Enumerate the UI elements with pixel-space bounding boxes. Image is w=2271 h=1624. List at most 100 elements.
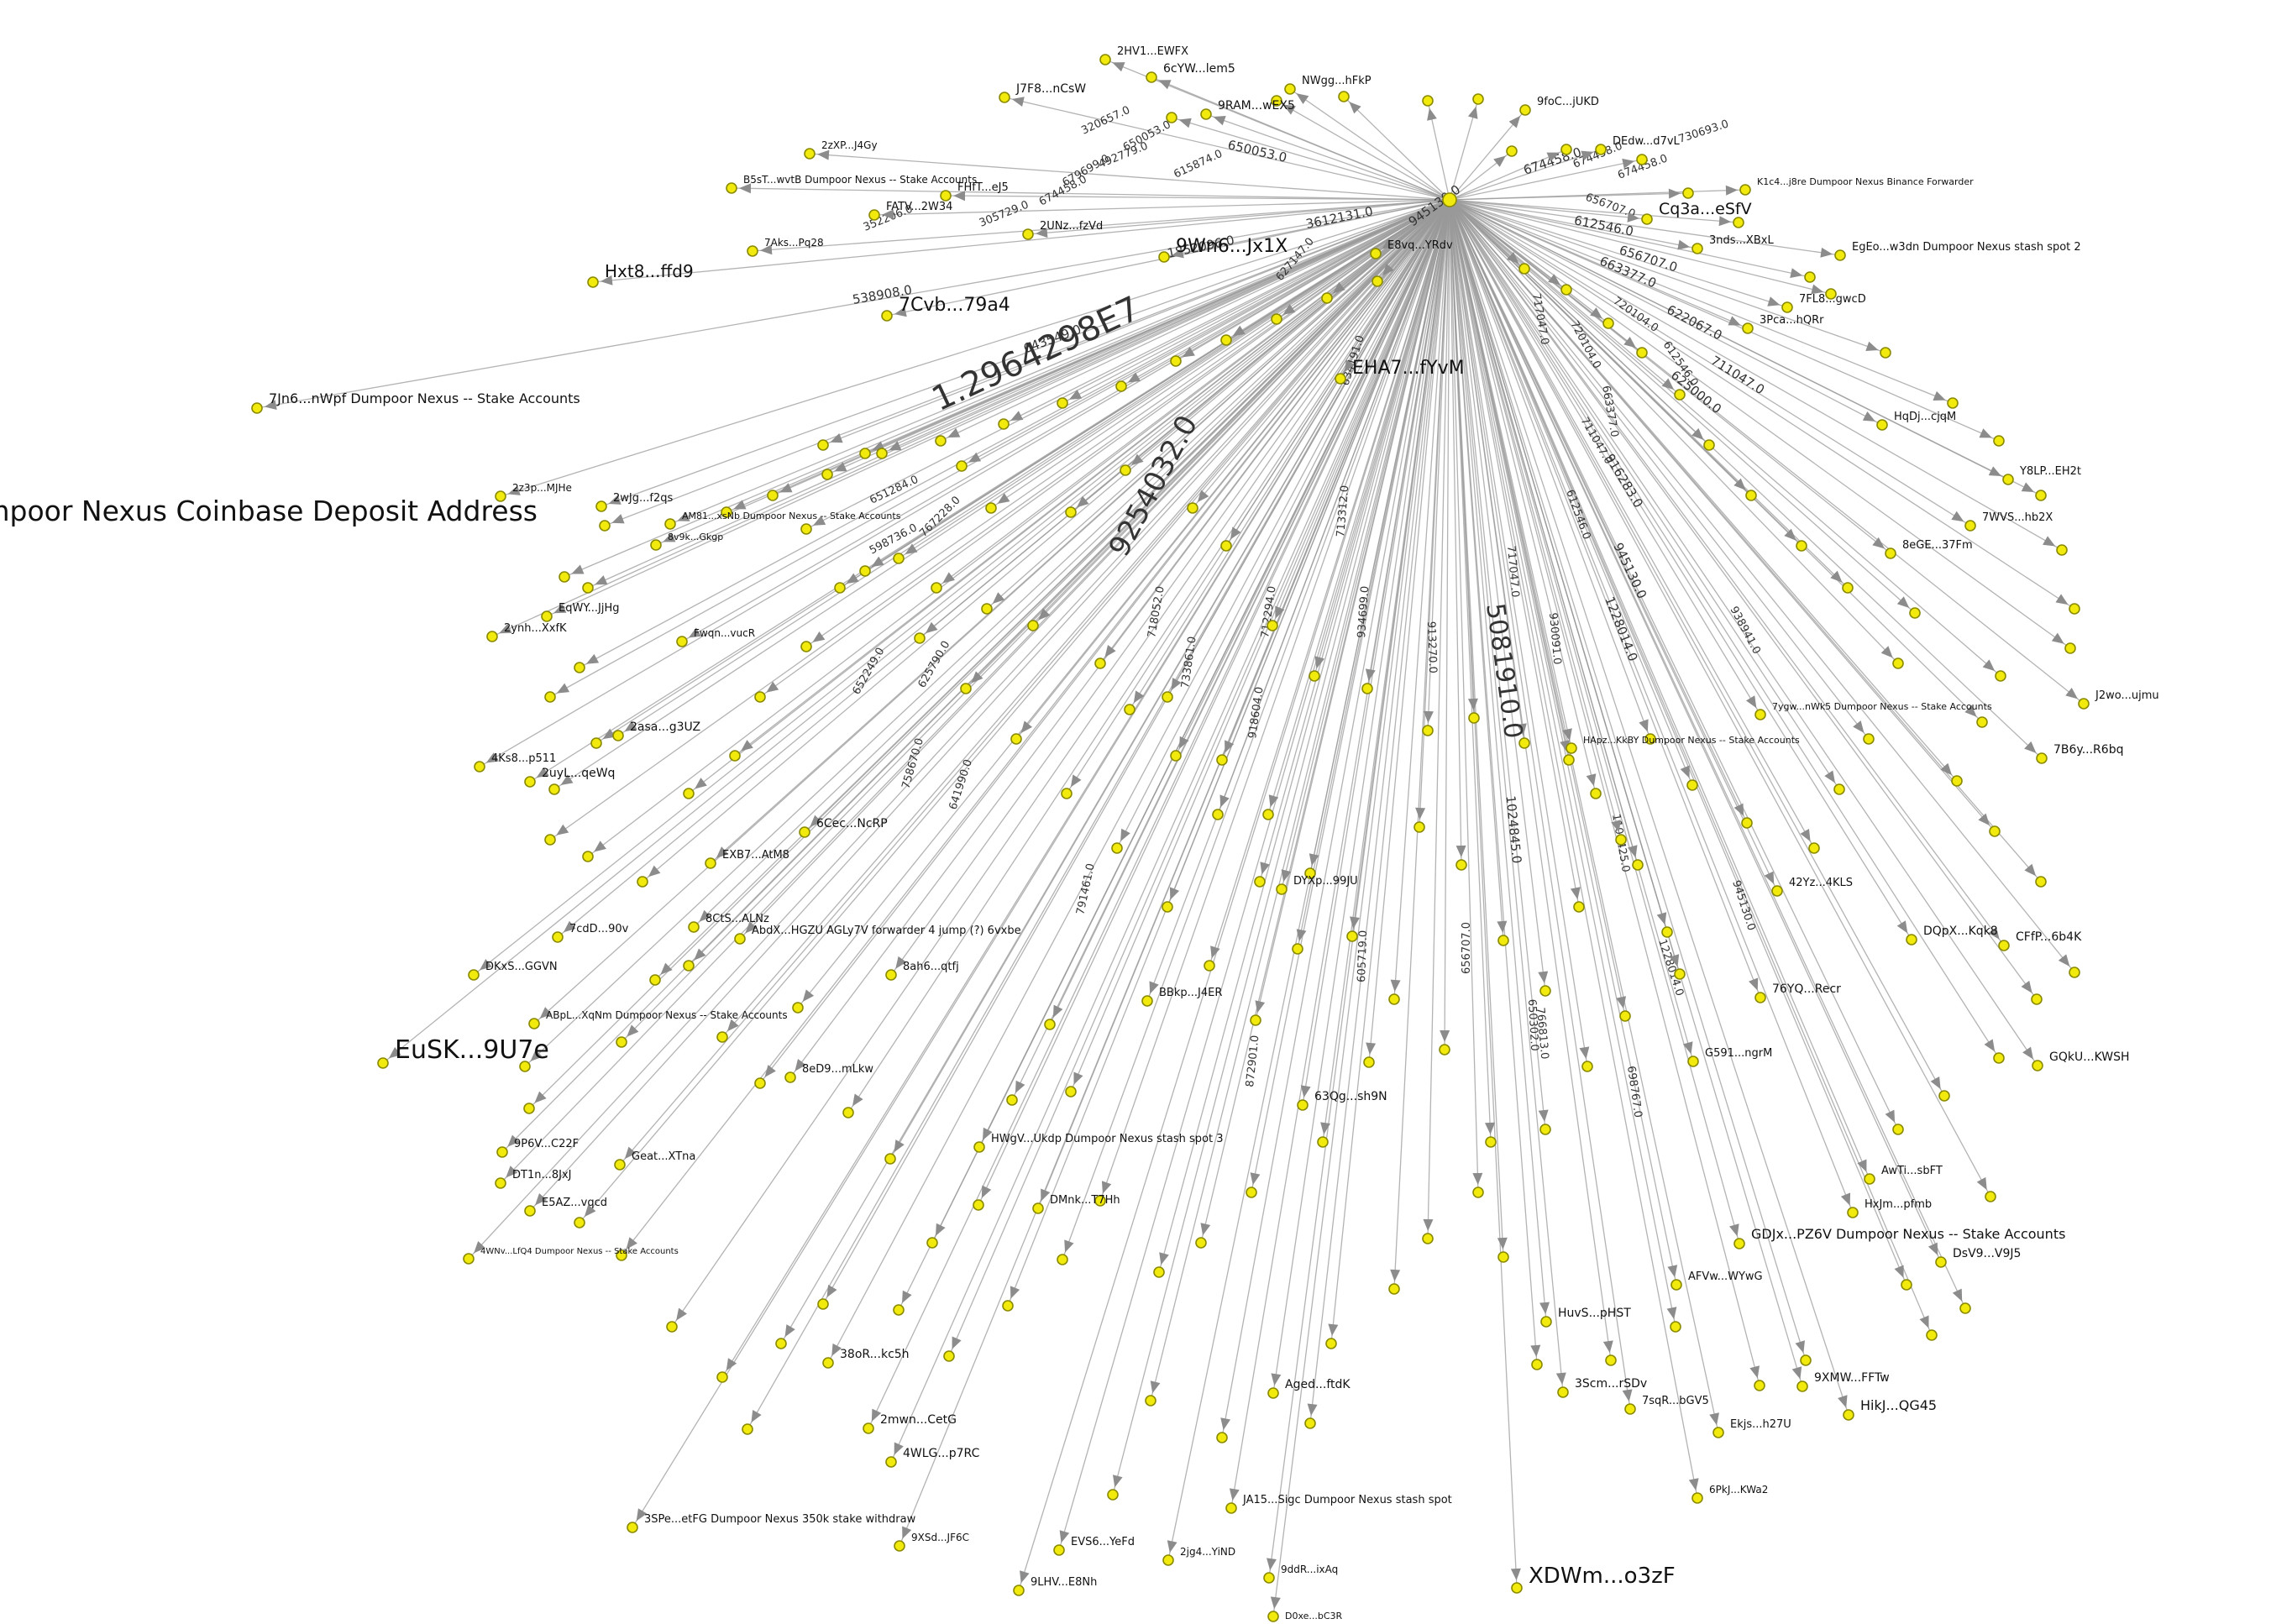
graph-node-unlabeled[interactable] [574, 1217, 585, 1228]
graph-node-unlabeled[interactable] [1985, 1191, 1996, 1202]
graph-node-unlabeled[interactable] [1632, 859, 1644, 871]
graph-node-unlabeled[interactable] [2069, 967, 2080, 978]
graph-node-unlabeled[interactable] [1590, 788, 1602, 799]
graph-node[interactable] [1885, 547, 1896, 559]
graph-node[interactable] [627, 1522, 638, 1533]
graph-node-unlabeled[interactable] [1506, 145, 1518, 157]
graph-node-unlabeled[interactable] [1422, 95, 1434, 107]
graph-node[interactable] [524, 776, 536, 788]
graph-node-unlabeled[interactable] [1674, 968, 1686, 980]
graph-node-unlabeled[interactable] [582, 582, 594, 594]
graph-node-unlabeled[interactable] [1388, 993, 1400, 1005]
graph-node[interactable] [377, 1057, 389, 1069]
graph-node-unlabeled[interactable] [1863, 733, 1875, 745]
graph-node[interactable] [799, 826, 810, 838]
graph-node-unlabeled[interactable] [1976, 716, 1988, 728]
graph-node[interactable] [496, 1146, 508, 1158]
graph-node[interactable] [676, 636, 688, 647]
graph-node[interactable] [1843, 1409, 1854, 1421]
graph-node-unlabeled[interactable] [931, 582, 942, 594]
graph-node-unlabeled[interactable] [1002, 1300, 1014, 1312]
graph-node-unlabeled[interactable] [1111, 842, 1123, 854]
graph-node[interactable] [1624, 1403, 1636, 1415]
graph-node-unlabeled[interactable] [1309, 670, 1320, 682]
graph-node[interactable] [1566, 742, 1577, 754]
graph-node-unlabeled[interactable] [1057, 397, 1068, 409]
graph-node[interactable] [1876, 419, 1888, 431]
graph-node-unlabeled[interactable] [1120, 464, 1131, 476]
graph-node-unlabeled[interactable] [943, 1350, 955, 1362]
graph-node-unlabeled[interactable] [1518, 263, 1530, 275]
graph-node-unlabeled[interactable] [1044, 1019, 1056, 1030]
graph-node-unlabeled[interactable] [1254, 876, 1266, 888]
graph-node-unlabeled[interactable] [1212, 809, 1224, 820]
graph-node-unlabeled[interactable] [1880, 347, 1891, 359]
graph-node[interactable] [973, 1141, 985, 1153]
graph-node[interactable] [1162, 1554, 1174, 1566]
graph-node[interactable] [885, 969, 897, 981]
graph-node-unlabeled[interactable] [1216, 754, 1228, 766]
graph-node-unlabeled[interactable] [1304, 1417, 1316, 1429]
graph-node-unlabeled[interactable] [1361, 683, 1373, 694]
graph-node-unlabeled[interactable] [1220, 540, 1232, 552]
graph-node-unlabeled[interactable] [884, 1153, 896, 1165]
graph-node-unlabeled[interactable] [1061, 788, 1073, 799]
graph-node-unlabeled[interactable] [960, 683, 972, 694]
graph-node[interactable] [1771, 885, 1783, 897]
graph-node-unlabeled[interactable] [1372, 275, 1383, 287]
graph-node-unlabeled[interactable] [1262, 809, 1274, 820]
graph-node[interactable] [734, 933, 746, 945]
graph-node[interactable] [822, 1357, 834, 1369]
graph-node-unlabeled[interactable] [859, 448, 871, 459]
graph-node-unlabeled[interactable] [1065, 1086, 1077, 1098]
graph-node[interactable] [1964, 520, 1976, 532]
graph-node[interactable] [463, 1253, 475, 1265]
graph-node-unlabeled[interactable] [1065, 506, 1077, 518]
graph-node-unlabeled[interactable] [1363, 1056, 1375, 1068]
graph-node[interactable] [1297, 1099, 1309, 1111]
graph-node-unlabeled[interactable] [1670, 1321, 1681, 1333]
graph-node[interactable] [1754, 992, 1766, 1003]
graph-node[interactable] [999, 92, 1010, 103]
graph-node[interactable] [784, 1071, 796, 1083]
graph-node-unlabeled[interactable] [2069, 603, 2080, 615]
graph-node[interactable] [468, 969, 480, 981]
graph-node-unlabeled[interactable] [1938, 1090, 1950, 1102]
graph-node-unlabeled[interactable] [1216, 1432, 1228, 1443]
graph-node-unlabeled[interactable] [582, 851, 594, 862]
graph-node[interactable] [1796, 1380, 1808, 1392]
graph-node[interactable] [2032, 1060, 2043, 1071]
graph-node-unlabeled[interactable] [1455, 859, 1467, 871]
graph-node[interactable] [1511, 1582, 1523, 1594]
graph-node-unlabeled[interactable] [754, 691, 766, 703]
graph-node-unlabeled[interactable] [742, 1423, 753, 1435]
graph-node-unlabeled[interactable] [1636, 347, 1648, 359]
graph-node-unlabeled[interactable] [1989, 825, 2001, 837]
graph-node-unlabeled[interactable] [616, 1249, 627, 1261]
graph-node-unlabeled[interactable] [716, 1371, 728, 1383]
graph-node-unlabeled[interactable] [1145, 1395, 1156, 1407]
graph-node-unlabeled[interactable] [914, 632, 926, 644]
graph-node-unlabeled[interactable] [834, 582, 846, 594]
graph-node-unlabeled[interactable] [523, 1103, 535, 1114]
graph-node[interactable] [474, 761, 485, 773]
graph-node-unlabeled[interactable] [1909, 607, 1921, 619]
graph-node[interactable] [495, 490, 506, 502]
graph-node-unlabeled[interactable] [792, 1002, 804, 1014]
graph-node[interactable] [1781, 301, 1793, 313]
graph-node-unlabeled[interactable] [1703, 439, 1715, 451]
graph-node-unlabeled[interactable] [926, 1237, 938, 1249]
graph-node-unlabeled[interactable] [1497, 1251, 1509, 1263]
graph-node[interactable] [1687, 1056, 1699, 1067]
graph-node-unlabeled[interactable] [1325, 1338, 1337, 1349]
graph-node[interactable] [486, 631, 498, 642]
graph-node[interactable] [1263, 1572, 1275, 1584]
graph-node[interactable] [726, 182, 737, 194]
graph-node-unlabeled[interactable] [2035, 490, 2047, 501]
graph-node[interactable] [940, 190, 952, 202]
graph-node[interactable] [552, 931, 564, 943]
graph-node[interactable] [650, 539, 662, 551]
graph-node-unlabeled[interactable] [683, 960, 695, 972]
graph-node-unlabeled[interactable] [1733, 217, 1744, 228]
graph-node-unlabeled[interactable] [1993, 1052, 2005, 1064]
